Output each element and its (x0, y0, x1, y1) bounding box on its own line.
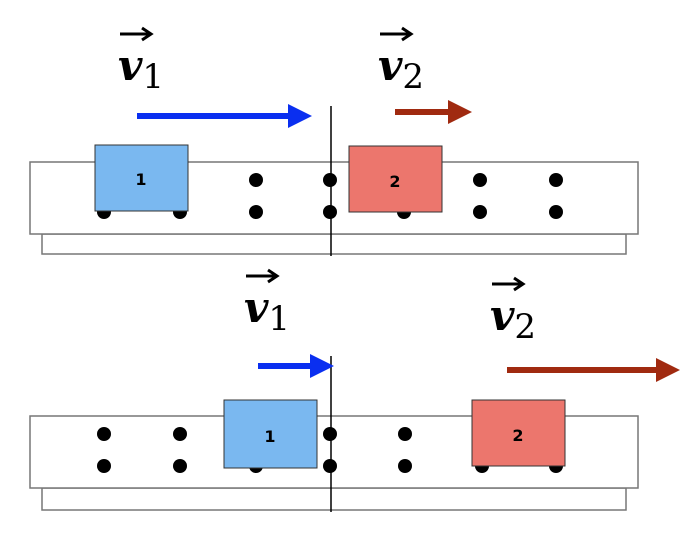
track-dot (173, 427, 187, 441)
bottom-v2-label: v2 (490, 276, 536, 347)
top-track-base (41, 233, 627, 255)
cart-body (471, 399, 566, 467)
track-dot (323, 173, 337, 187)
track-dot (97, 459, 111, 473)
bottom-v1-label: v1 (244, 268, 290, 339)
cart-2-label: 2 (512, 426, 523, 445)
vector-arrow-icon (492, 276, 526, 292)
track-dot (249, 205, 263, 219)
vector-arrow-icon (246, 268, 280, 284)
svg-text:v2: v2 (490, 291, 536, 347)
bottom-v2-arrow (507, 358, 680, 382)
bottom-scene: 1 2 v1 v2 (29, 268, 680, 512)
bottom-v1-arrow (258, 354, 334, 378)
bottom-cart-2: 2 (471, 399, 566, 473)
top-scene: 1 2 v1 v2 (29, 26, 639, 256)
track-dot (173, 459, 187, 473)
cart-body (348, 145, 443, 213)
cart-2-label: 2 (389, 172, 400, 191)
top-v1-label: v1 (118, 26, 164, 97)
vector-arrow-icon (120, 26, 154, 42)
track-dot (249, 173, 263, 187)
track-dot (473, 173, 487, 187)
track-dot (473, 205, 487, 219)
cart-1-label: 1 (135, 170, 146, 189)
cart-1-label: 1 (264, 427, 275, 446)
top-v1-arrow (137, 104, 312, 128)
bottom-track-dots (97, 427, 412, 473)
top-v2-arrow (395, 100, 472, 124)
top-cart-2: 2 (348, 145, 443, 219)
track-dot (398, 427, 412, 441)
svg-text:v2: v2 (378, 41, 424, 97)
track-dot (97, 427, 111, 441)
bottom-cart-1: 1 (223, 399, 318, 473)
top-track-dots (249, 173, 563, 219)
cart-body (94, 144, 189, 212)
bottom-track-base (41, 487, 627, 511)
track-dot (549, 173, 563, 187)
svg-text:v1: v1 (244, 283, 290, 339)
cart-body (223, 399, 318, 469)
top-cart-1: 1 (94, 144, 189, 219)
track-dot (549, 205, 563, 219)
track-dot (323, 205, 337, 219)
vector-arrow-icon (380, 26, 414, 42)
track-dot (323, 427, 337, 441)
svg-text:v1: v1 (118, 41, 164, 97)
top-v2-label: v2 (378, 26, 424, 97)
track-dot (398, 459, 412, 473)
track-dot (323, 459, 337, 473)
